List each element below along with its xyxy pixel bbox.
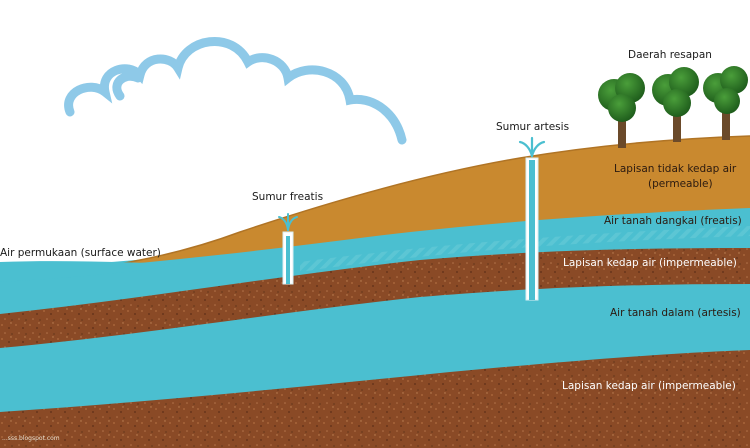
surface-water	[0, 261, 180, 282]
label-lapisan-kedap-2: Lapisan kedap air (impermeable)	[562, 380, 736, 392]
label-air-tanah-dalam: Air tanah dalam (artesis)	[610, 307, 741, 319]
deep-groundwater-layer	[0, 282, 750, 412]
shallow-groundwater-hatch	[300, 226, 750, 272]
cloud-icon	[64, 36, 407, 145]
water-spray-icon	[278, 213, 298, 231]
credit-text: ...sss.blogspot.com	[2, 435, 60, 442]
tree-icon	[703, 66, 748, 140]
permeable-layer-highlight	[0, 135, 750, 279]
impermeable-layer-middle	[0, 246, 750, 348]
well-icon	[282, 231, 294, 285]
well-icon	[525, 157, 539, 301]
label-air-tanah-dangkal: Air tanah dangkal (freatis)	[604, 215, 742, 227]
label-daerah-resapan: Daerah resapan	[628, 49, 712, 61]
tree-icon	[598, 73, 645, 148]
label-sumur-artesis: Sumur artesis	[496, 121, 569, 133]
water-spray-icon	[518, 136, 546, 158]
label-lapisan-tidak-kedap-line2: (permeable)	[648, 178, 713, 190]
tree-icon	[652, 67, 699, 142]
label-lapisan-tidak-kedap-line1: Lapisan tidak kedap air	[614, 163, 737, 175]
label-lapisan-kedap-1: Lapisan kedap air (impermeable)	[563, 257, 737, 269]
label-air-permukaan: Air permukaan (surface water)	[0, 247, 161, 259]
permeable-layer	[0, 136, 750, 278]
impermeable-layer-bottom	[0, 348, 750, 448]
label-sumur-freatis: Sumur freatis	[252, 191, 323, 203]
